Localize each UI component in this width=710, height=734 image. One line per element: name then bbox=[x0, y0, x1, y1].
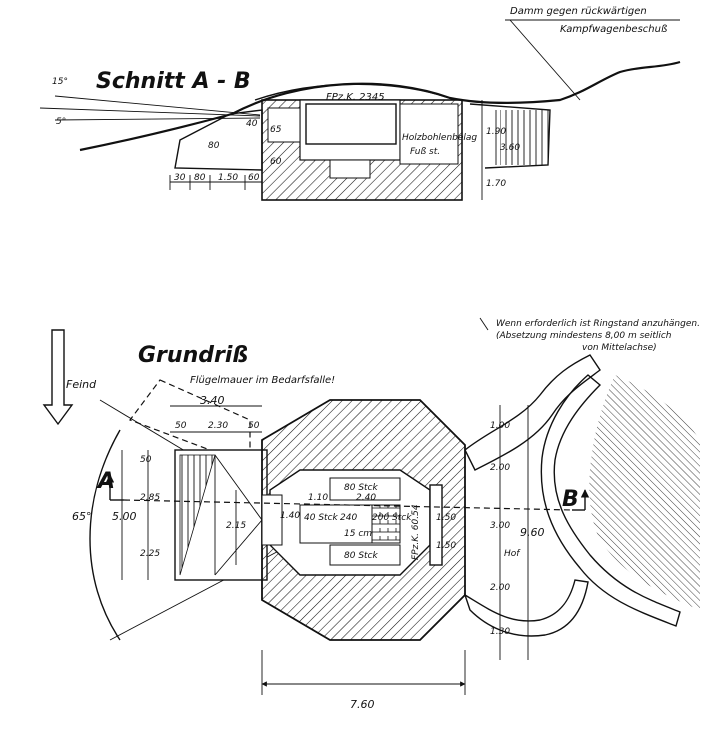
room-200: 200 Stck bbox=[372, 513, 412, 523]
section-view: Schnitt A - B Damm gegen rückwärtigen Ka… bbox=[39, 6, 681, 201]
plan-view: Grundriß Feind Flügelmauer im Bedarfsfal… bbox=[42, 317, 700, 711]
rear-trench-outline bbox=[469, 103, 551, 169]
dim-1-30: 1.30 bbox=[490, 627, 510, 637]
dim-50-c: 50 bbox=[140, 455, 152, 465]
marker-b-label: B bbox=[562, 487, 579, 512]
ring-note-1: Wenn erforderlich ist Ringstand anzuhäng… bbox=[496, 319, 700, 329]
dim-9-60: 9.60 bbox=[520, 526, 545, 539]
gun-label-plan: FPz.K. 60.54 bbox=[411, 504, 421, 560]
section-title: Schnitt A - B bbox=[96, 69, 251, 94]
dim-3-40: 3.40 bbox=[200, 394, 225, 407]
dim-80: 80 bbox=[194, 173, 206, 183]
ring-note-leader bbox=[479, 317, 489, 331]
dim-2-30: 2.30 bbox=[208, 421, 228, 431]
gun-label-section: FPz.K. 2345 bbox=[326, 92, 385, 103]
ring-note-2: (Absetzung mindestens 8,00 m seitlich bbox=[496, 331, 672, 341]
dim-2-00: 2.00 bbox=[490, 463, 510, 473]
earth-cover bbox=[254, 83, 456, 101]
embankment-note-1: Damm gegen rückwärtigen bbox=[510, 6, 647, 17]
dim-3-60: 3.60 bbox=[500, 143, 520, 153]
marker-a-label: A bbox=[96, 469, 115, 494]
dim-2-15: 2.15 bbox=[226, 521, 246, 531]
enemy-label: Feind bbox=[66, 378, 97, 391]
angle-bottom: 5° bbox=[56, 117, 66, 127]
dim-2-25: 2.25 bbox=[140, 549, 160, 559]
ring-note-3: von Mittelachse) bbox=[582, 343, 657, 353]
dim-65: 65 bbox=[270, 125, 282, 135]
plan-title: Grundriß bbox=[138, 343, 248, 368]
dim-30: 30 bbox=[174, 173, 186, 183]
dim-1-90: 1.90 bbox=[486, 127, 506, 137]
angle-65: 65° bbox=[72, 510, 92, 523]
enemy-arrow bbox=[42, 329, 74, 426]
dim-1-50-right: 1.50 bbox=[436, 513, 456, 523]
dim-80-slope: 80 bbox=[208, 141, 220, 151]
angle-top: 15° bbox=[52, 77, 68, 87]
timber-label-2: Fuß st. bbox=[410, 147, 440, 157]
dim-5-00: 5.00 bbox=[112, 510, 137, 523]
yard-label: Hof bbox=[504, 549, 521, 559]
room-240: 240 bbox=[340, 513, 357, 523]
dim-1-70: 1.70 bbox=[486, 179, 506, 189]
dim-60-b: 60 bbox=[270, 157, 282, 167]
trench-wall-right bbox=[463, 579, 589, 637]
trench-wall-left bbox=[464, 354, 601, 471]
room-80-bottom: 80 Stck bbox=[344, 551, 379, 561]
section-cut-line bbox=[123, 499, 573, 511]
dim-1-40: 1.40 bbox=[280, 511, 300, 521]
dim-2-00-b: 2.00 bbox=[490, 583, 510, 593]
ammo-room-top bbox=[329, 477, 401, 501]
dim-60: 60 bbox=[248, 173, 260, 183]
room-15cm: 15 cm bbox=[344, 529, 372, 539]
field-of-fire-arc bbox=[89, 429, 121, 641]
wing-wall-label: Flügelmauer im Bedarfsfalle! bbox=[190, 375, 335, 386]
rear-embankment-hatch bbox=[500, 110, 550, 165]
dim-1-50-right-b: 1.50 bbox=[436, 541, 456, 551]
sight-line-top bbox=[54, 95, 261, 116]
sight-line-bottom bbox=[54, 117, 261, 121]
dim-2-85: 2.85 bbox=[140, 493, 160, 503]
dim-1-10: 1.10 bbox=[308, 493, 328, 503]
timber-label-1: Holzbohlenbelag bbox=[402, 133, 477, 143]
gun-body bbox=[305, 103, 397, 145]
dim-50-a: 50 bbox=[175, 421, 187, 431]
front-step-left bbox=[261, 494, 283, 546]
room-80-top: 80 Stck bbox=[344, 483, 379, 493]
front-opening bbox=[267, 107, 301, 143]
trench-curve-outer bbox=[540, 374, 681, 627]
dim-1-00: 1.00 bbox=[490, 421, 510, 431]
apron-hatch-left bbox=[179, 454, 216, 576]
trench-hatch-outer bbox=[589, 375, 700, 610]
dim-1-50: 1.50 bbox=[218, 173, 238, 183]
room-40: 40 Stck bbox=[304, 513, 339, 523]
dim-7-60: 7.60 bbox=[350, 698, 375, 711]
ammo-room-bottom bbox=[329, 544, 401, 566]
dim-3-00: 3.00 bbox=[490, 521, 510, 531]
lower-chamber bbox=[399, 103, 459, 165]
gun-mount bbox=[429, 484, 443, 566]
dim-2-40: 2.40 bbox=[356, 493, 376, 503]
sight-line-axis bbox=[39, 107, 261, 117]
section-marker-b bbox=[572, 489, 590, 511]
embankment-note-2: Kampfwagenbeschuß bbox=[560, 24, 667, 35]
dim-40: 40 bbox=[246, 119, 258, 129]
stair-block bbox=[371, 504, 401, 544]
embankment-leader bbox=[509, 19, 581, 101]
ammo-store bbox=[329, 159, 371, 179]
dim-50-b: 50 bbox=[248, 421, 260, 431]
